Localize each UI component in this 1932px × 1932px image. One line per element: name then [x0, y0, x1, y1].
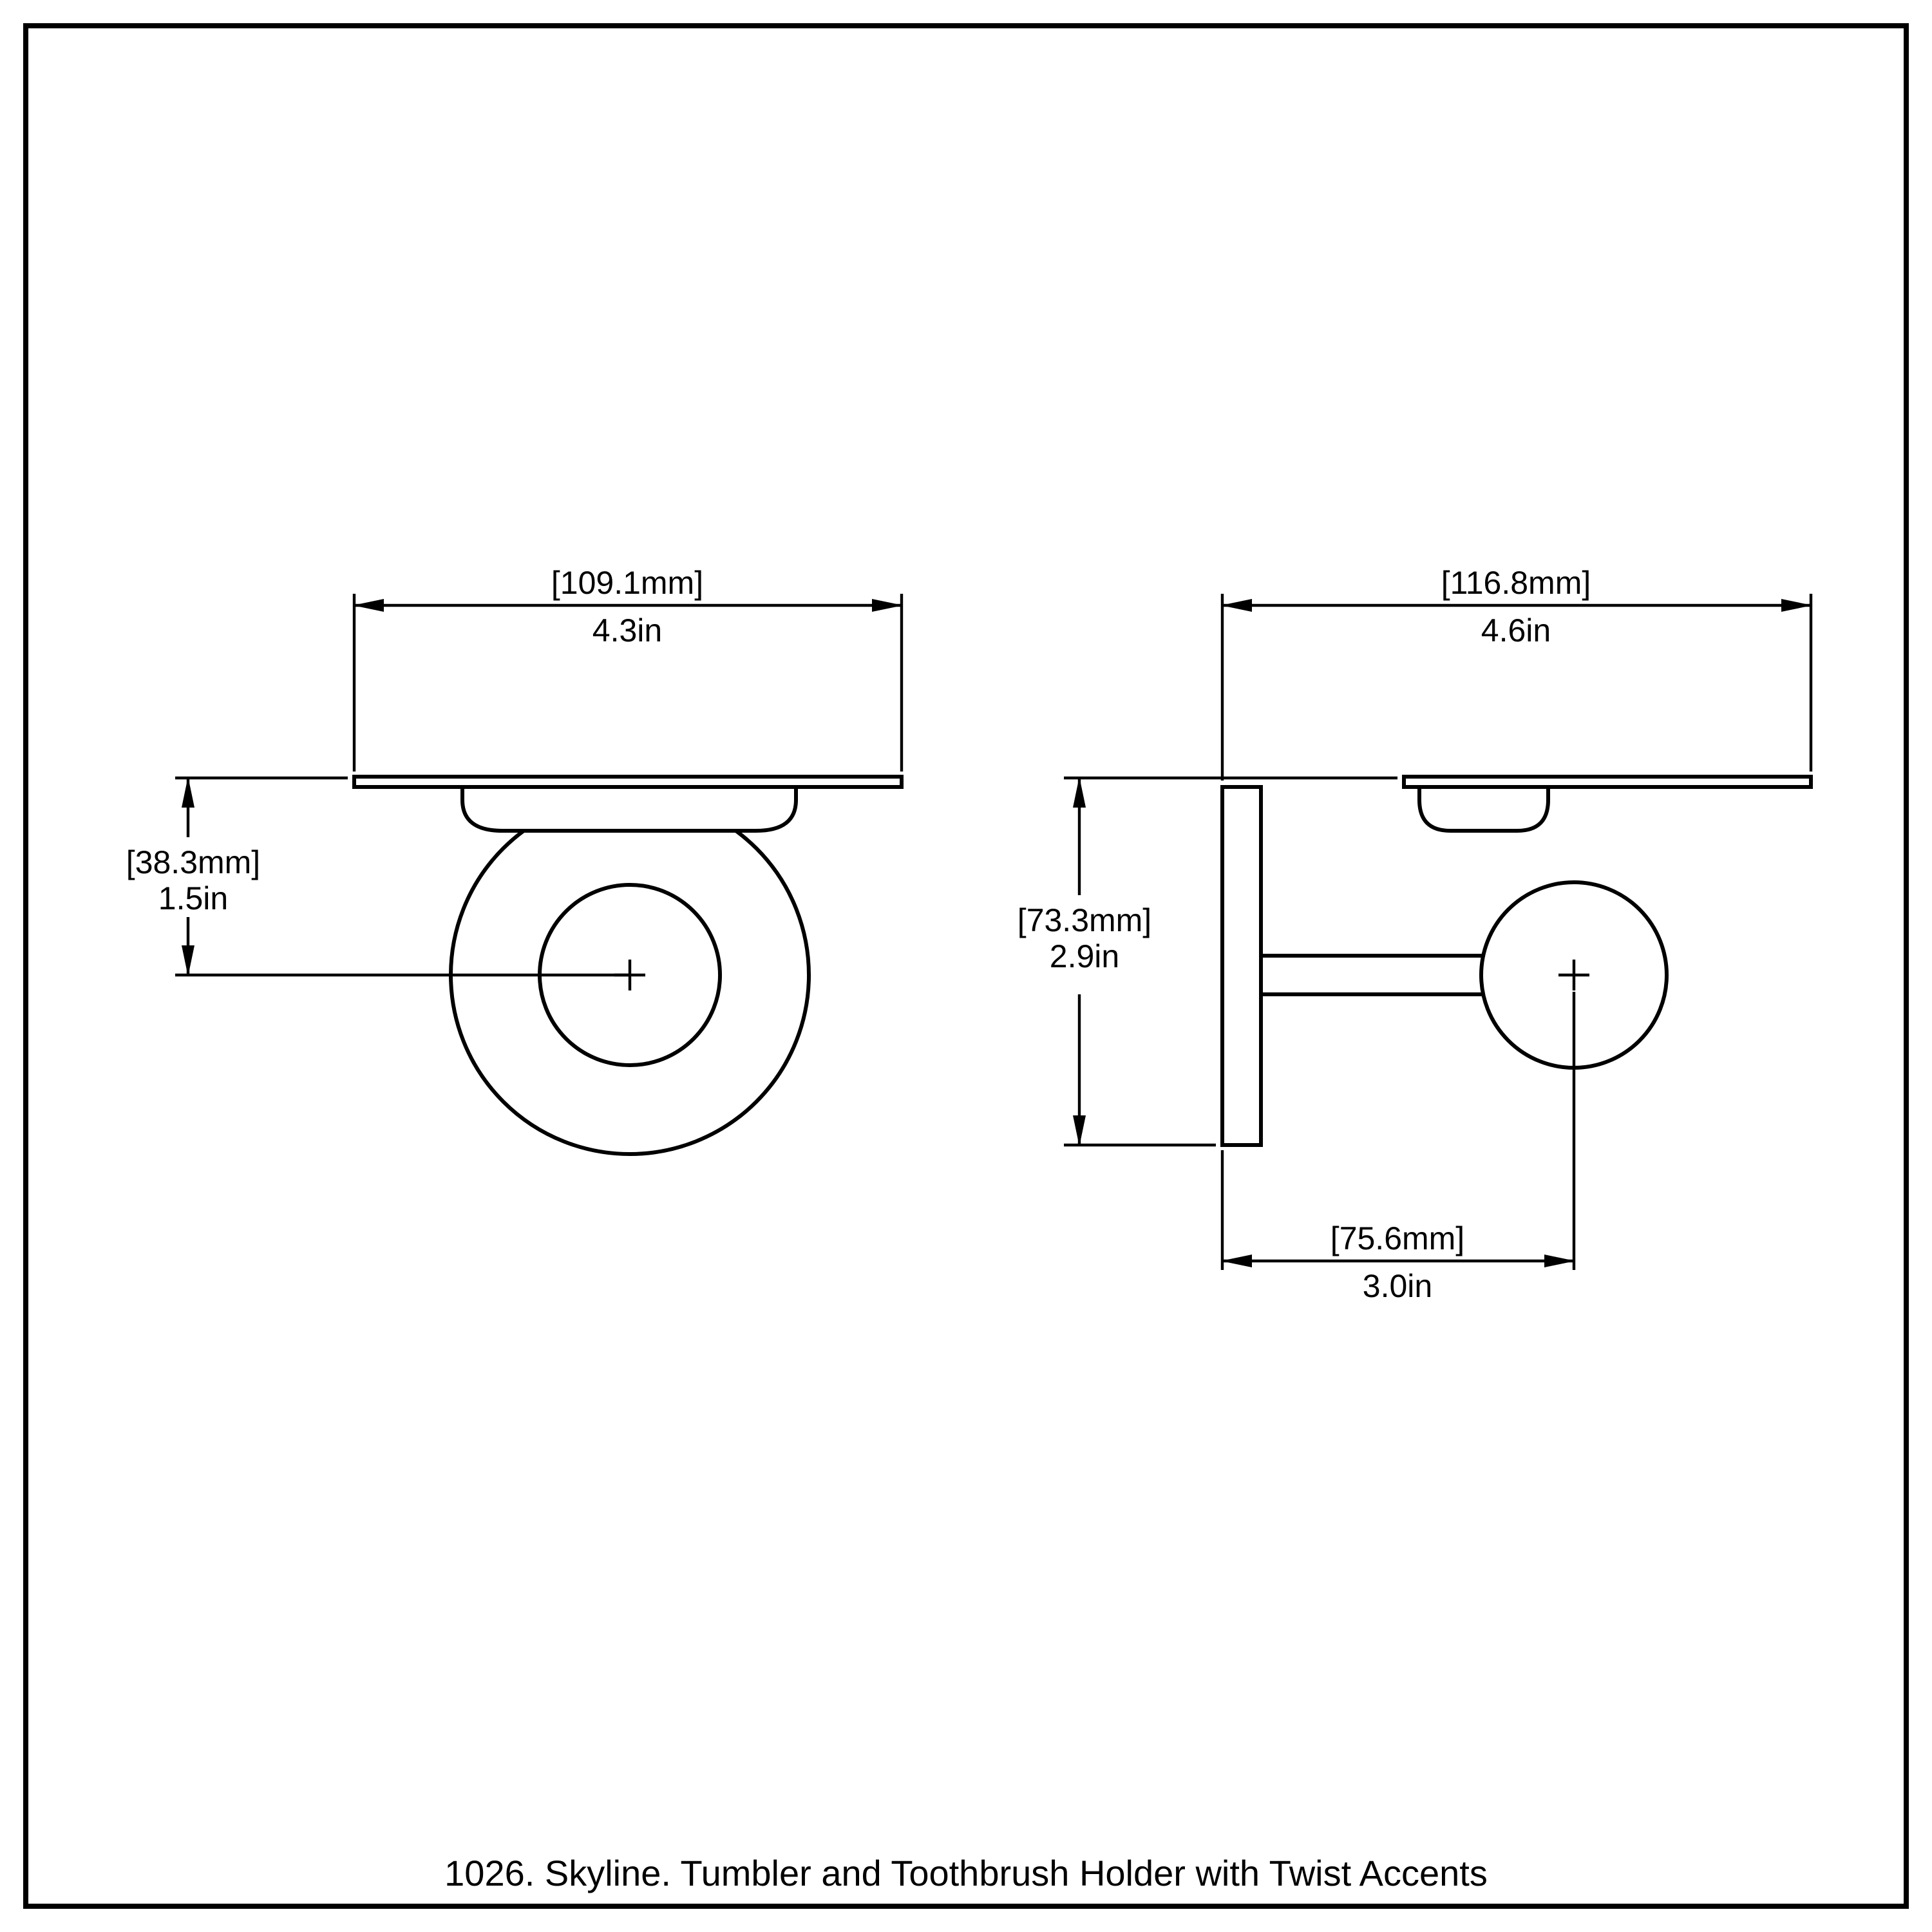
side-width-dimension: [116.8mm] 4.6in: [1220, 565, 1813, 781]
front-width-in-label: 4.3in: [592, 612, 662, 649]
front-tray-dish: [460, 785, 798, 833]
front-tray-shelf: [352, 775, 904, 789]
side-tray-dish: [1417, 785, 1550, 833]
side-depth-dimension: [75.6mm] 3.0in: [1220, 1150, 1575, 1304]
side-height-dimension: [73.3mm] 2.9in: [1018, 776, 1397, 1147]
front-view: [109.1mm] 4.3in [38.3mm] 1.5in: [126, 565, 904, 1156]
side-depth-mm-label: [75.6mm]: [1331, 1220, 1464, 1256]
front-height-dimension: [38.3mm] 1.5in: [126, 776, 630, 977]
front-height-in-label: 1.5in: [158, 880, 228, 916]
drawing-border: [23, 23, 1909, 1909]
side-height-mm-label: [73.3mm]: [1018, 902, 1151, 938]
drawing-caption: 1026. Skyline. Tumbler and Toothbrush Ho…: [444, 1853, 1488, 1893]
side-depth-in-label: 3.0in: [1363, 1268, 1432, 1304]
side-height-in-label: 2.9in: [1050, 938, 1119, 974]
side-tray-shelf: [1402, 775, 1813, 789]
side-center-mark: [1558, 960, 1589, 990]
side-view: [116.8mm] 4.6in [73.3mm] 2.9in [75.6mm] …: [1018, 565, 1813, 1304]
front-width-mm-label: [109.1mm]: [551, 565, 703, 601]
side-width-mm-label: [116.8mm]: [1441, 565, 1591, 601]
side-mount-arm: [1259, 954, 1502, 996]
side-wall-plate: [1220, 785, 1263, 1147]
front-height-mm-label: [38.3mm]: [126, 844, 260, 880]
side-width-in-label: 4.6in: [1481, 612, 1551, 649]
front-width-dimension: [109.1mm] 4.3in: [352, 565, 904, 772]
